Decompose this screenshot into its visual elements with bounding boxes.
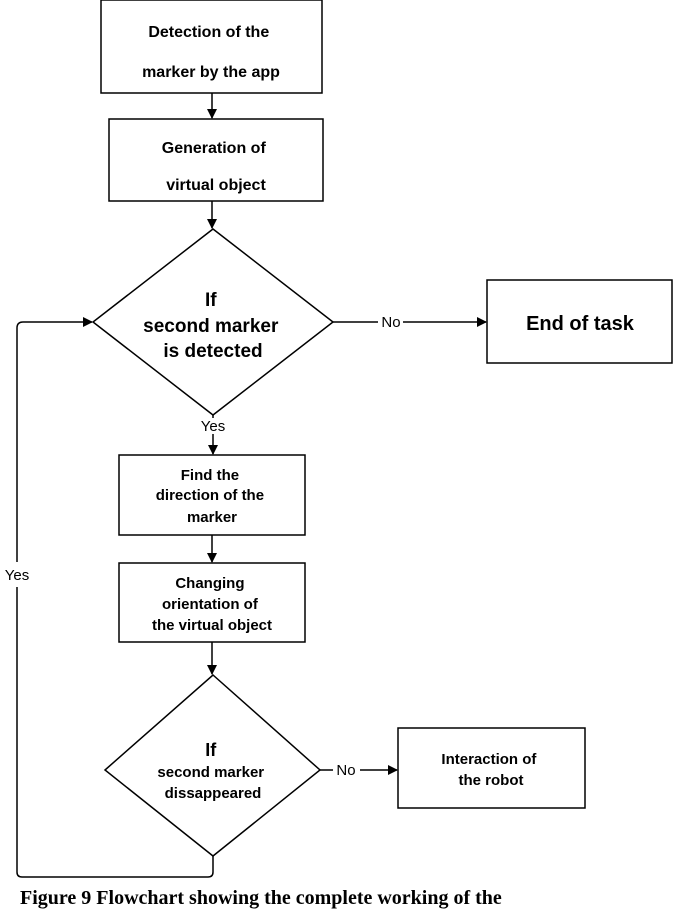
edge-label-no-to-robot: No: [336, 762, 355, 779]
decision-disappeared-line-2: second marker: [157, 764, 264, 781]
changing-orientation-line-2: orientation of: [162, 596, 259, 613]
find-direction-line-3: marker: [187, 509, 237, 526]
decision-disappeared-line-3: dissappeared: [165, 785, 262, 802]
robot-interaction-box: [397, 727, 586, 809]
decision-second-marker-line-3: is detected: [163, 341, 262, 362]
detection-line-1: Detection of the: [148, 24, 269, 41]
generation-line-2: virtual object: [166, 177, 266, 194]
end-of-task-text: End of task: [526, 313, 635, 335]
changing-orientation-box: [118, 562, 306, 643]
robot-interaction-box-text: Interaction of the robot: [441, 751, 540, 789]
edge-label-yes-loop: Yes: [5, 567, 29, 584]
arrow-loop-yes-to-decision: [16, 317, 93, 562]
end-of-task-box: [486, 279, 673, 364]
generation-box-text: Generation of virtual object: [162, 140, 270, 194]
robot-interaction-line-2: the robot: [459, 772, 524, 789]
changing-orientation-line-3: the virtual object: [152, 617, 272, 634]
detection-line-2: marker by the app: [142, 64, 280, 81]
edge-label-yes-down: Yes: [201, 418, 225, 435]
find-direction-line-2: direction of the: [156, 487, 264, 504]
figure-caption: Figure 9 Flowchart showing the complete …: [20, 887, 502, 909]
decision-disappeared-text: If second marker dissappeared: [157, 740, 268, 802]
decision-disappeared-line-1: If: [205, 740, 217, 760]
changing-orientation-box-text: Changing orientation of the virtual obje…: [152, 575, 272, 634]
find-direction-line-1: Find the: [181, 467, 239, 484]
changing-orientation-line-1: Changing: [175, 575, 244, 592]
edge-label-no-to-end: No: [381, 314, 400, 331]
detection-box: [100, 0, 323, 94]
loop-connector-lower: [16, 587, 214, 878]
detection-box-text: Detection of the marker by the app: [142, 24, 280, 81]
decision-second-marker-line-2: second marker: [143, 316, 279, 337]
find-direction-box-text: Find the direction of the marker: [156, 467, 269, 526]
robot-interaction-line-1: Interaction of: [441, 751, 537, 768]
decision-second-marker-text: If second marker is detected: [143, 290, 283, 362]
find-direction-box: [118, 454, 306, 536]
generation-box: [108, 118, 324, 202]
generation-line-1: Generation of: [162, 140, 267, 157]
decision-second-marker-line-1: If: [205, 290, 217, 311]
